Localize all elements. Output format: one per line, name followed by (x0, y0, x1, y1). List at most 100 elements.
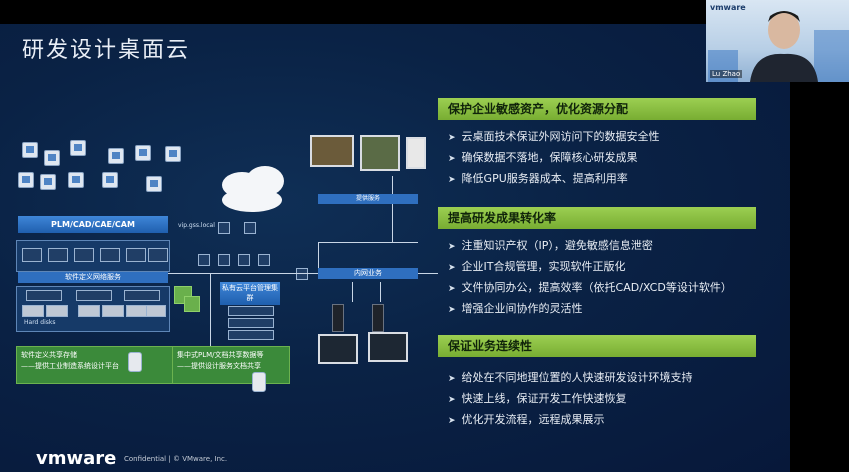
list-item: ➤注重知识产权（IP），避免敏感信息泄密 (448, 239, 653, 252)
storage-icon (26, 290, 62, 301)
laptop-icon (310, 135, 354, 167)
tablet-icon (360, 135, 400, 171)
server-icon (228, 318, 274, 328)
arrow-bullet-icon: ➤ (448, 133, 456, 143)
disk-icon (46, 305, 68, 317)
storage-icon (76, 290, 112, 301)
workstation-monitor-icon (318, 334, 358, 364)
storage-label: Hard disks (24, 319, 56, 326)
arrow-bullet-icon: ➤ (448, 416, 456, 426)
user-device-icon (108, 148, 124, 164)
user-device-icon (135, 145, 151, 161)
list-item: ➤文件协同办公，提高效率（依托CAD/XCD等设计软件） (448, 281, 732, 294)
user-device-icon (70, 140, 86, 156)
phone-icon (406, 137, 426, 169)
server-icon (100, 248, 120, 262)
plm-cad-bar: PLM/CAD/CAE/CAM (18, 216, 168, 233)
network-line (318, 242, 418, 243)
user-device-icon (68, 172, 84, 188)
disk-icon (126, 305, 148, 317)
list-item: ➤降低GPU服务器成本、提高利用率 (448, 172, 628, 185)
user-device-icon (44, 150, 60, 166)
network-line (352, 282, 353, 302)
server-icon (228, 330, 274, 340)
workstation-tower-icon (372, 304, 384, 332)
section-protect-assets: 保护企业敏感资产，优化资源分配 ➤云桌面技术保证外网访问下的数据安全性 ➤确保数… (438, 98, 756, 189)
switch-icon (198, 254, 210, 266)
list-item: ➤增强企业间协作的灵活性 (448, 302, 583, 315)
plm-document-title: 集中式PLM/文档共享数据等 (177, 351, 264, 359)
confidential-label: Confidential (124, 455, 167, 463)
shared-storage-sub: ——提供工业制造系统设计平台 (21, 362, 119, 370)
participant-video-tile[interactable]: vmware Lu Zhao (706, 0, 849, 82)
list-item: ➤确保数据不落地，保障核心研发成果 (448, 151, 638, 164)
provide-service-bar: 提供服务 (318, 194, 418, 204)
switch-icon (238, 254, 250, 266)
slide-title: 研发设计桌面云 (22, 38, 191, 63)
network-line (380, 282, 381, 302)
workstation-tower-icon (332, 304, 344, 332)
disk-icon (146, 305, 166, 317)
intranet-bar: 内网业务 (318, 268, 418, 279)
list-item: ➤云桌面技术保证外网访问下的数据安全性 (448, 130, 660, 143)
footer-text: Confidential | © VMware, Inc. (124, 455, 227, 463)
list-item: ➤优化开发流程，远程成果展示 (448, 413, 605, 426)
switch-icon (296, 268, 308, 280)
section-heading: 保证业务连续性 (438, 335, 756, 357)
section-heading: 保护企业敏感资产，优化资源分配 (438, 98, 756, 120)
user-device-icon (102, 172, 118, 188)
section-list: ➤给处在不同地理位置的人快速研发设计环境支持 ➤快速上线，保证开发工作快速恢复 … (438, 367, 756, 430)
copyright-label: © VMware, Inc. (172, 455, 228, 463)
network-line (168, 273, 438, 274)
user-device-icon (22, 142, 38, 158)
right-black-strip (790, 82, 849, 472)
server-icon (74, 248, 94, 262)
server-icon (48, 248, 68, 262)
plm-document-sub: ——提供设计服务文档共享 (177, 362, 261, 370)
software-network-bar: 软件定义网络服务 (18, 272, 168, 283)
cloud-icon-part (222, 188, 282, 212)
arrow-bullet-icon: ➤ (448, 154, 456, 164)
user-device-icon (40, 174, 56, 190)
user-device-icon (146, 176, 162, 192)
server-icon (22, 248, 42, 262)
switch-icon (218, 254, 230, 266)
server-icon (126, 248, 146, 262)
switch-icon (258, 254, 270, 266)
storage-icon (124, 290, 160, 301)
database-icon (252, 372, 266, 392)
network-line (392, 176, 393, 242)
disk-icon (102, 305, 124, 317)
user-device-icon (165, 146, 181, 162)
footer-separator: | (168, 455, 173, 463)
server-icon (228, 306, 274, 316)
disk-icon (78, 305, 100, 317)
network-line (318, 242, 319, 274)
private-cloud-box: 私有云平台管理集群 (220, 282, 280, 305)
vmware-logo: vmware (36, 448, 117, 469)
section-business-continuity: 保证业务连续性 ➤给处在不同地理位置的人快速研发设计环境支持 ➤快速上线，保证开… (438, 335, 756, 430)
list-item: ➤企业IT合规管理，实现软件正版化 (448, 260, 626, 273)
disk-icon (22, 305, 44, 317)
arrow-bullet-icon: ➤ (448, 263, 456, 273)
arrow-bullet-icon: ➤ (448, 242, 456, 252)
user-device-icon (18, 172, 34, 188)
arrow-bullet-icon: ➤ (448, 175, 456, 185)
video-vmware-logo: vmware (710, 3, 746, 12)
participant-avatar (708, 11, 849, 82)
list-item: ➤给处在不同地理位置的人快速研发设计环境支持 (448, 371, 693, 384)
network-line (210, 274, 211, 346)
arrow-bullet-icon: ➤ (448, 305, 456, 315)
section-list: ➤注重知识产权（IP），避免敏感信息泄密 ➤企业IT合规管理，实现软件正版化 ➤… (438, 235, 756, 319)
database-icon (128, 352, 142, 372)
section-improve-conversion: 提高研发成果转化率 ➤注重知识产权（IP），避免敏感信息泄密 ➤企业IT合规管理… (438, 207, 756, 319)
arrow-icon (184, 296, 200, 312)
switch-icon (244, 222, 256, 234)
plm-document-box: 集中式PLM/文档共享数据等 ——提供设计服务文档共享 (172, 346, 290, 384)
vip-label: vip.gss.local (178, 222, 215, 229)
server-icon (148, 248, 168, 262)
arrow-bullet-icon: ➤ (448, 284, 456, 294)
workstation-monitor-icon (368, 332, 408, 362)
shared-storage-box: 软件定义共享存储 ——提供工业制造系统设计平台 (16, 346, 174, 384)
arrow-bullet-icon: ➤ (448, 374, 456, 384)
